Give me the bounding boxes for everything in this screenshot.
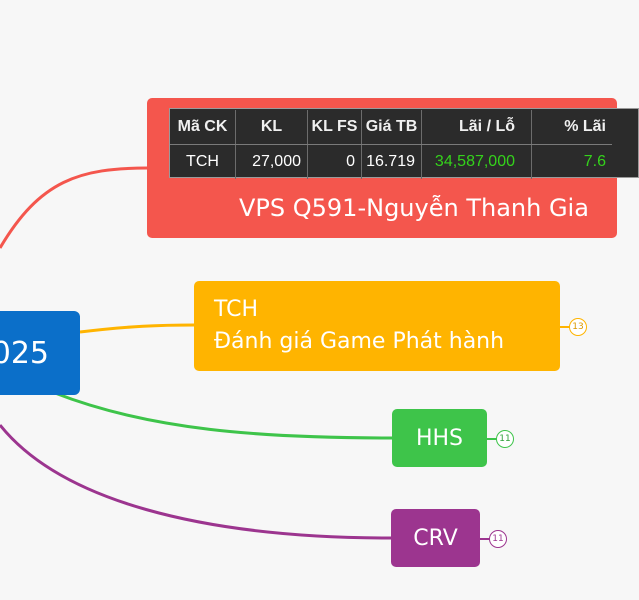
header-kl-fs: KL FS — [308, 110, 362, 144]
vps-account-node[interactable]: Mã CK KL KL FS Giá TB Lãi / Lỗ % Lãi TCH… — [147, 98, 639, 238]
header-pct-lai: % Lãi — [564, 118, 606, 135]
tch-subtitle: Đánh giá Game Phát hành — [214, 329, 505, 354]
tch-count-badge[interactable]: 13 — [569, 318, 587, 336]
tch-node[interactable]: TCH Đánh giá Game Phát hành — [194, 281, 560, 371]
header-ma-ck: Mã CK — [170, 110, 236, 144]
mind-map-canvas: 025 Mã CK KL KL FS Giá TB Lãi / Lỗ % Lãi… — [0, 98, 639, 567]
tch-title: TCH — [214, 297, 259, 322]
root-node[interactable]: 025 — [0, 311, 80, 395]
cell-volume-fs: 0 — [308, 145, 362, 179]
root-label: 025 — [0, 335, 49, 371]
cell-avg-price: 16.719 — [362, 145, 422, 179]
table-header-row: Mã CK KL KL FS Giá TB Lãi / Lỗ % Lãi — [170, 110, 612, 144]
cell-profit-pct: 7.6 — [583, 153, 606, 170]
crv-node[interactable]: CRV — [391, 509, 480, 567]
table-row: TCH 27,000 0 16.719 34,587,000 7.6 — [170, 144, 612, 179]
cell-volume: 27,000 — [236, 145, 308, 179]
connector-vps — [0, 166, 149, 249]
connector-lines — [0, 166, 570, 540]
header-kl: KL — [236, 110, 308, 144]
hhs-label: HHS — [415, 425, 464, 451]
hhs-count-badge[interactable]: 11 — [496, 430, 514, 448]
header-gia-tb: Giá TB — [362, 110, 422, 144]
crv-count-badge[interactable]: 11 — [489, 530, 507, 548]
connector-tch — [79, 323, 196, 334]
crv-label: CRV — [413, 525, 458, 551]
header-lai-lo: Lãi / Lỗ — [422, 110, 532, 144]
cell-ticker: TCH — [170, 145, 236, 179]
connector-crv — [0, 424, 393, 540]
holdings-table: Mã CK KL KL FS Giá TB Lãi / Lỗ % Lãi TCH… — [169, 108, 639, 179]
connector-hhs — [54, 391, 394, 440]
cell-profit-loss: 34,587,000 — [422, 145, 532, 179]
vps-account-label: VPS Q591-Nguyễn Thanh Gia — [239, 194, 589, 222]
hhs-node[interactable]: HHS — [392, 409, 487, 467]
